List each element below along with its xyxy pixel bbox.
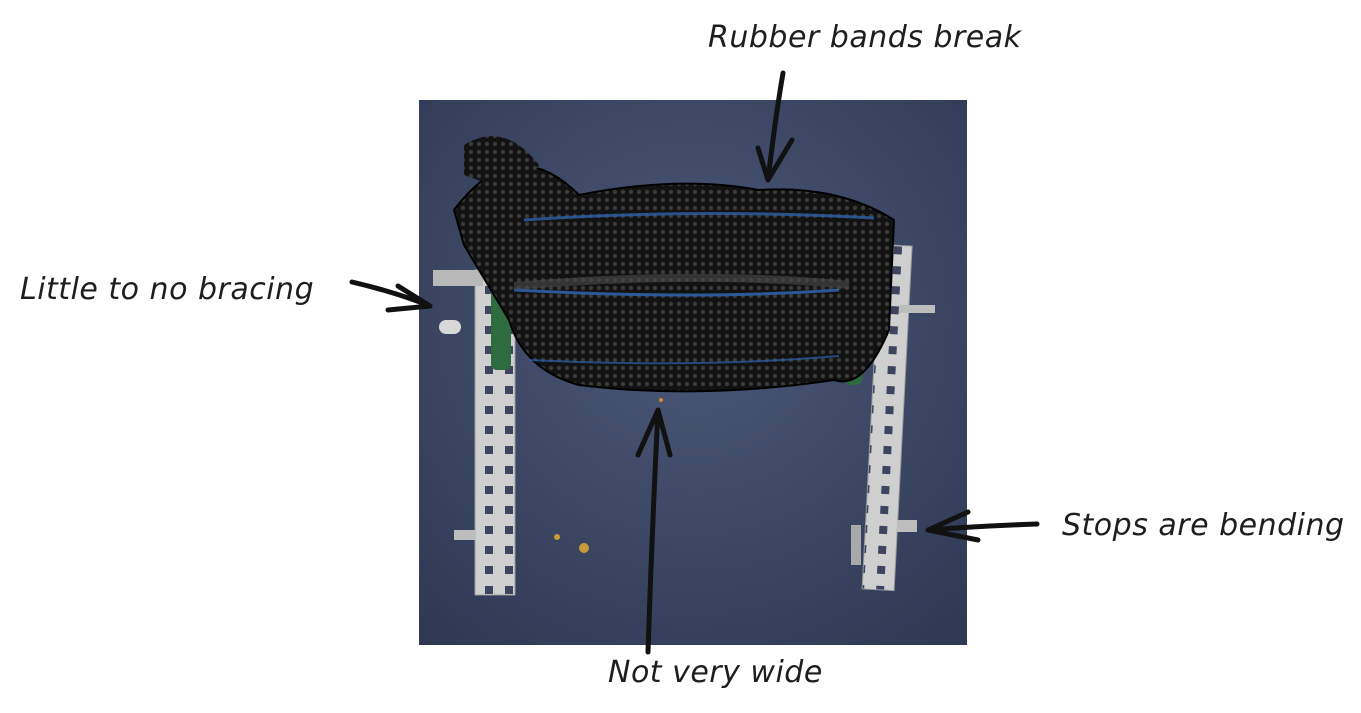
intake-photo bbox=[419, 100, 967, 645]
annotation-rubber-bands: Rubber bands break bbox=[708, 20, 1022, 55]
arrow-left bbox=[349, 279, 433, 313]
arrow-right bbox=[925, 509, 1040, 543]
annotation-stops: Stops are bending bbox=[1062, 508, 1345, 543]
annotation-bracing: Little to no bracing bbox=[20, 272, 315, 307]
annotation-width: Not very wide bbox=[608, 655, 823, 690]
intake-photo-illustration bbox=[419, 100, 967, 645]
right-rail bbox=[851, 243, 935, 592]
arrow-bottom bbox=[635, 407, 673, 655]
arrow-top bbox=[755, 70, 795, 183]
